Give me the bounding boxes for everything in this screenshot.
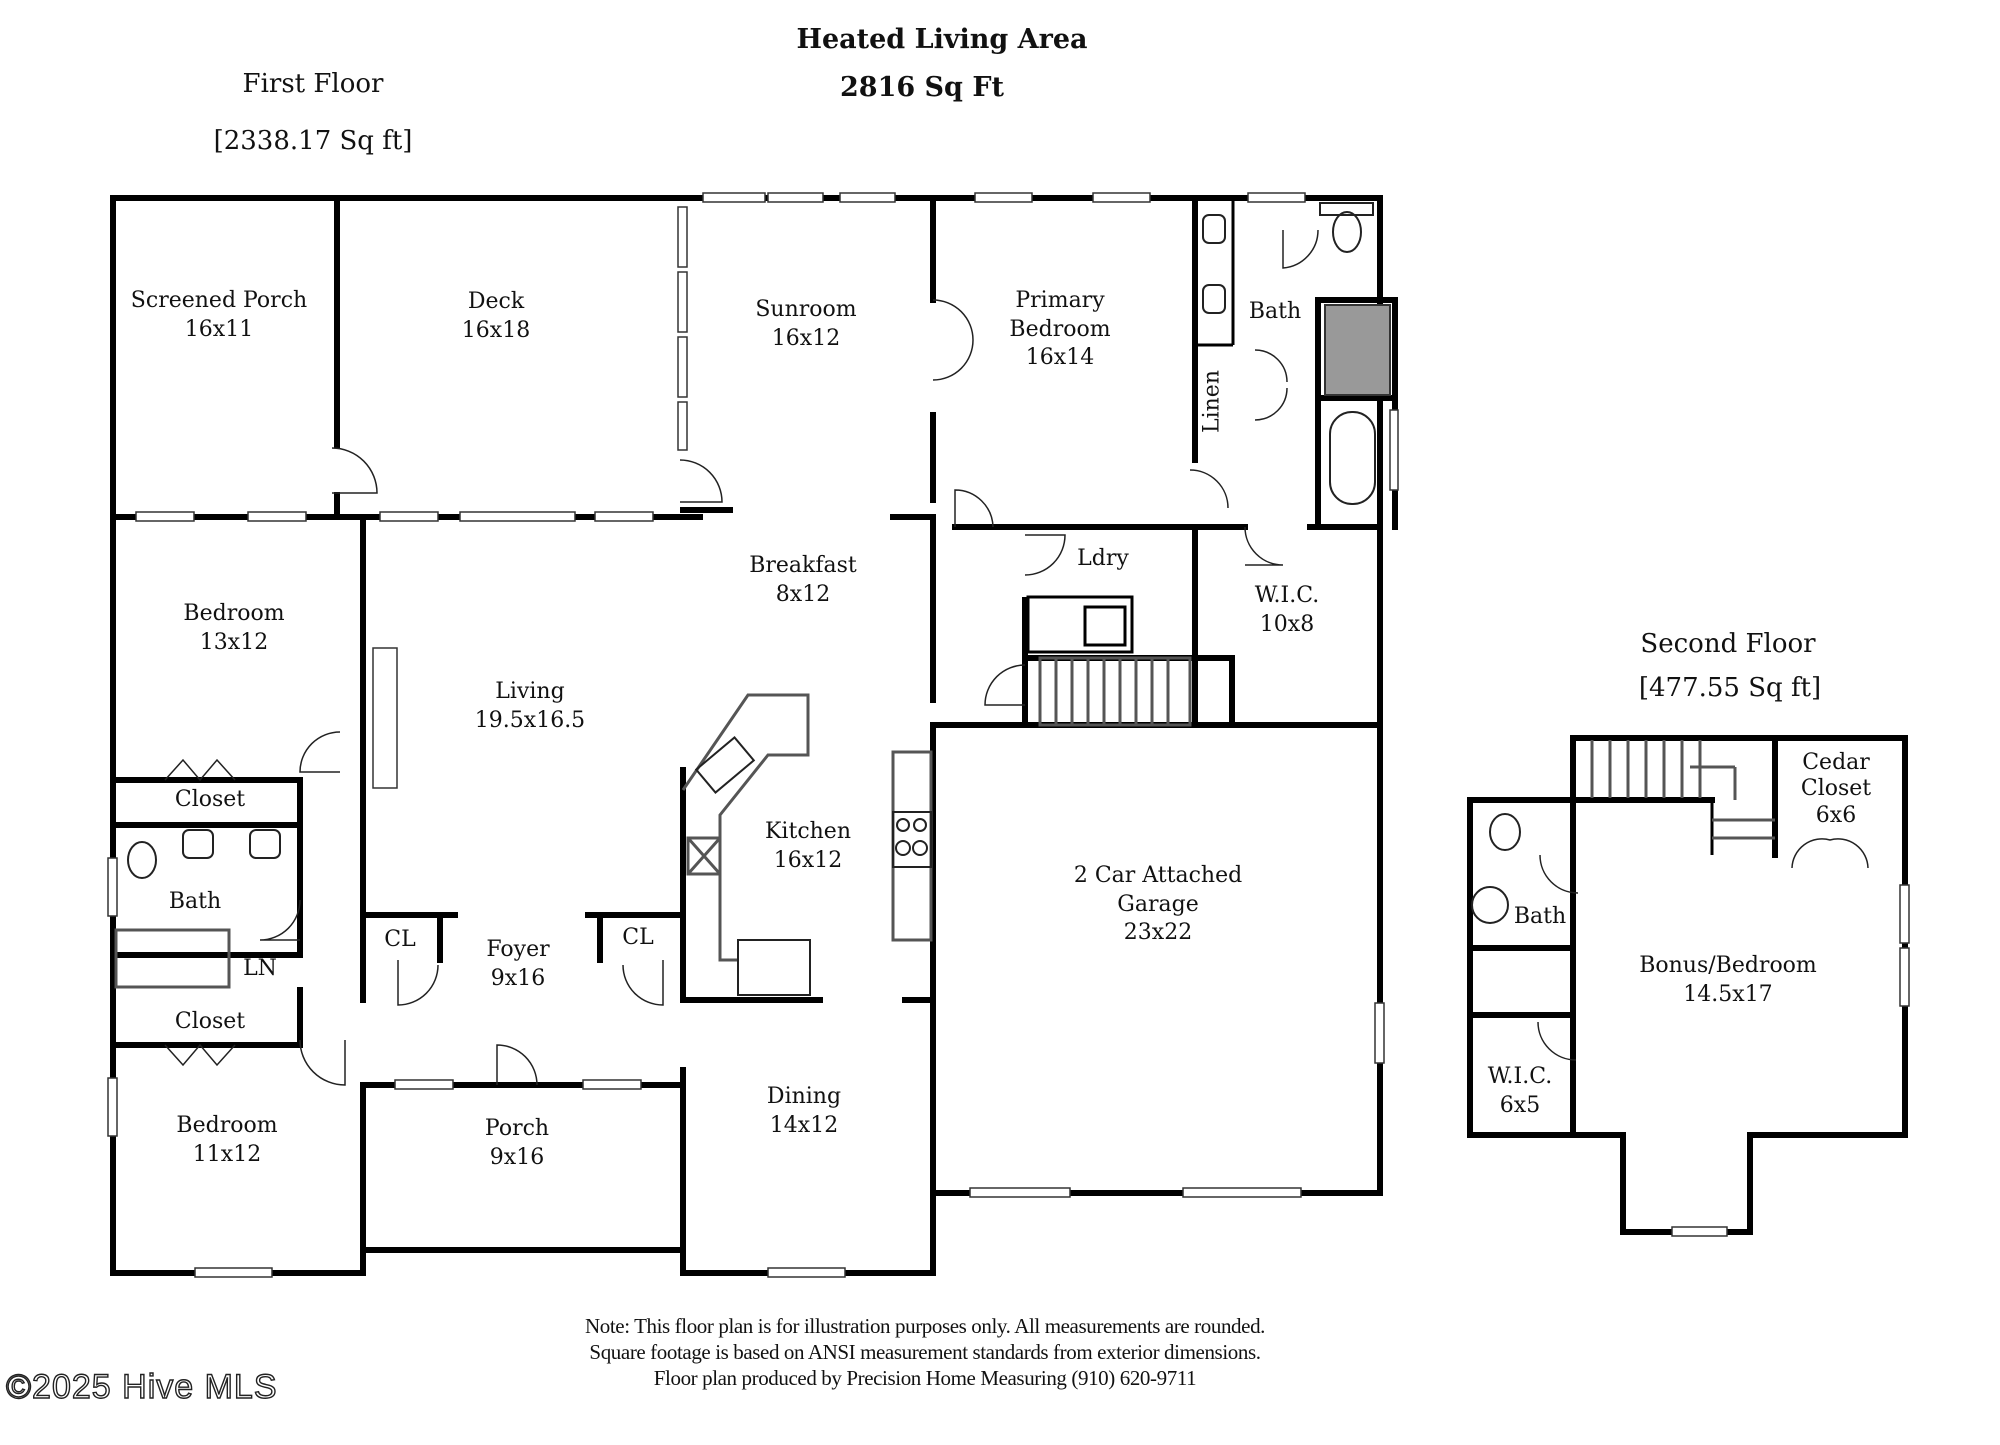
room-name: Cedar [1802, 750, 1870, 775]
room-name-line1: Primary [1015, 288, 1105, 313]
room-size: 8x12 [775, 581, 831, 607]
room-cedar-closet: Cedar Closet 6x6 [1801, 750, 1871, 829]
room-name: W.I.C. [1487, 1064, 1553, 1089]
room-name: Sunroom [755, 297, 857, 322]
second-floor-area: [477.55 Sq ft] [1638, 673, 1822, 703]
room-size: 13x12 [199, 629, 269, 655]
room-name: Porch [484, 1116, 550, 1141]
room-name: Screened Porch [130, 288, 308, 313]
room-porch: Porch 9x16 [485, 1115, 549, 1172]
heated-area-total: 2816 Sq Ft [840, 72, 1004, 103]
room-hall-bath: Bath [168, 889, 222, 914]
room-garage: 2 Car Attached Garage 23x22 [1074, 862, 1242, 948]
room-size: 16x12 [773, 847, 843, 873]
first-floor-fixtures [114, 198, 1391, 1067]
room-cl-right: CL [622, 925, 654, 950]
room-size: 11x12 [192, 1141, 262, 1167]
room-breakfast: Breakfast 8x12 [749, 552, 857, 609]
room-kitchen: Kitchen 16x12 [765, 818, 851, 875]
room-size: 19.5x16.5 [474, 707, 586, 733]
room-name: 2 Car Attached [1073, 863, 1243, 888]
room-closet-upper: Closet [174, 787, 246, 812]
room-primary-bath: Bath [1248, 299, 1302, 324]
room-name: Breakfast [749, 553, 857, 578]
room-cl-left: CL [384, 927, 416, 952]
first-floor-title: First Floor [242, 69, 384, 99]
room-screened-porch: Screened Porch 16x11 [131, 287, 307, 344]
room-name: Bedroom [176, 1113, 278, 1138]
room-size: 14.5x17 [1683, 981, 1773, 1007]
stairs-icon [1054, 658, 1170, 725]
room-bedroom-3: Bedroom 11x12 [176, 1112, 277, 1169]
room-name: Foyer [486, 937, 550, 962]
room-upper-bath: Bath [1513, 904, 1567, 929]
room-name-line2: Bedroom [1009, 316, 1111, 342]
copyright-watermark: ©2025 Hive MLS [5, 1367, 278, 1406]
room-size: 6x5 [1499, 1092, 1541, 1118]
second-floor-fixtures [1471, 740, 1910, 1237]
room-name: Dining [766, 1084, 842, 1109]
room-name: Living [495, 679, 565, 704]
room-linen-ln: LN [243, 956, 277, 981]
room-deck: Deck 16x18 [462, 288, 530, 345]
room-size: 16x14 [1025, 345, 1095, 371]
room-size: 9x16 [489, 1144, 545, 1170]
first-floor-area: [2338.17 Sq ft] [213, 126, 413, 156]
room-foyer: Foyer 9x16 [486, 936, 549, 993]
room-size: 16x12 [771, 325, 841, 351]
room-dining: Dining 14x12 [767, 1083, 841, 1140]
disclaimer-note: Note: This floor plan is for illustratio… [490, 1313, 1360, 1391]
room-linen: Linen [1199, 370, 1225, 434]
room-closet-lower: Closet [174, 1009, 246, 1034]
room-living: Living 19.5x16.5 [475, 678, 585, 735]
room-name: W.I.C. [1254, 583, 1320, 608]
room-name: Kitchen [765, 819, 851, 844]
room-name: Bedroom [183, 601, 285, 626]
room-size: 10x8 [1259, 611, 1315, 637]
room-size: 16x18 [461, 317, 531, 343]
second-floor-title: Second Floor [1640, 629, 1816, 659]
note-line-2: Square footage is based on ANSI measurem… [589, 1340, 1261, 1364]
first-floor-windows [107, 192, 1399, 1278]
room-laundry: Ldry [1077, 546, 1129, 571]
first-floor-doors [259, 229, 1319, 1086]
room-size: 14x12 [769, 1112, 839, 1138]
second-floor-walls [1467, 735, 1908, 1235]
room-size: 9x16 [490, 965, 546, 991]
note-line-3: Floor plan produced by Precision Home Me… [653, 1366, 1197, 1390]
room-name: Bonus/Bedroom [1639, 953, 1817, 978]
room-size: 23x22 [1123, 920, 1193, 946]
room-size: 16x11 [184, 316, 254, 342]
room-primary-bedroom: Primary Bedroom 16x14 [1009, 287, 1110, 373]
room-name-line2: Closet [1800, 776, 1872, 802]
room-name: Deck [467, 289, 525, 314]
room-upper-wic: W.I.C. 6x5 [1488, 1063, 1553, 1120]
heated-area-title: Heated Living Area [796, 24, 1088, 55]
room-name-line2: Garage [1117, 891, 1199, 917]
note-line-1: Note: This floor plan is for illustratio… [584, 1314, 1266, 1338]
room-size: 6x6 [1815, 802, 1857, 828]
room-sunroom: Sunroom 16x12 [755, 296, 856, 353]
room-bedroom-2: Bedroom 13x12 [183, 600, 284, 657]
room-wic: W.I.C. 10x8 [1255, 582, 1320, 639]
room-bonus-bedroom: Bonus/Bedroom 14.5x17 [1639, 952, 1817, 1009]
first-floor-walls [110, 195, 1398, 1276]
